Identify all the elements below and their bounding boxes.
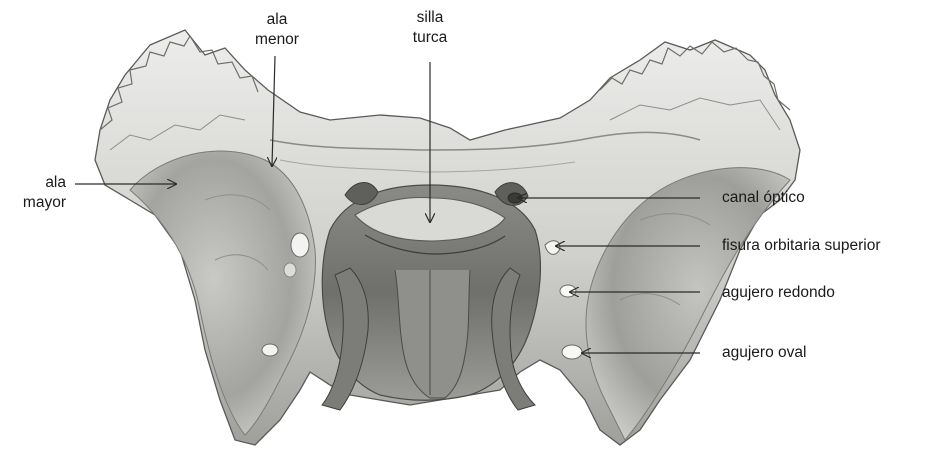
label-silla-turca: silla turca [405, 8, 455, 48]
label-ala-mayor-line2: mayor [10, 193, 66, 213]
label-fisura-orbitaria-superior: fisura orbitaria superior [722, 236, 881, 256]
label-silla-turca-line1: silla [405, 8, 455, 28]
label-ala-menor-line2: menor [252, 30, 302, 50]
label-ala-menor-line1: ala [252, 10, 302, 30]
label-agujero-oval: agujero oval [722, 343, 806, 363]
label-silla-turca-line2: turca [405, 28, 455, 48]
label-ala-mayor: ala mayor [10, 173, 66, 213]
foramen-rotundum-shape [560, 285, 576, 297]
label-ala-mayor-line1: ala [10, 173, 66, 193]
label-canal-optico: canal óptico [722, 188, 805, 208]
label-agujero-redondo: agujero redondo [722, 283, 835, 303]
foramen-ovale-shape [562, 345, 582, 359]
label-ala-menor: ala menor [252, 10, 302, 50]
